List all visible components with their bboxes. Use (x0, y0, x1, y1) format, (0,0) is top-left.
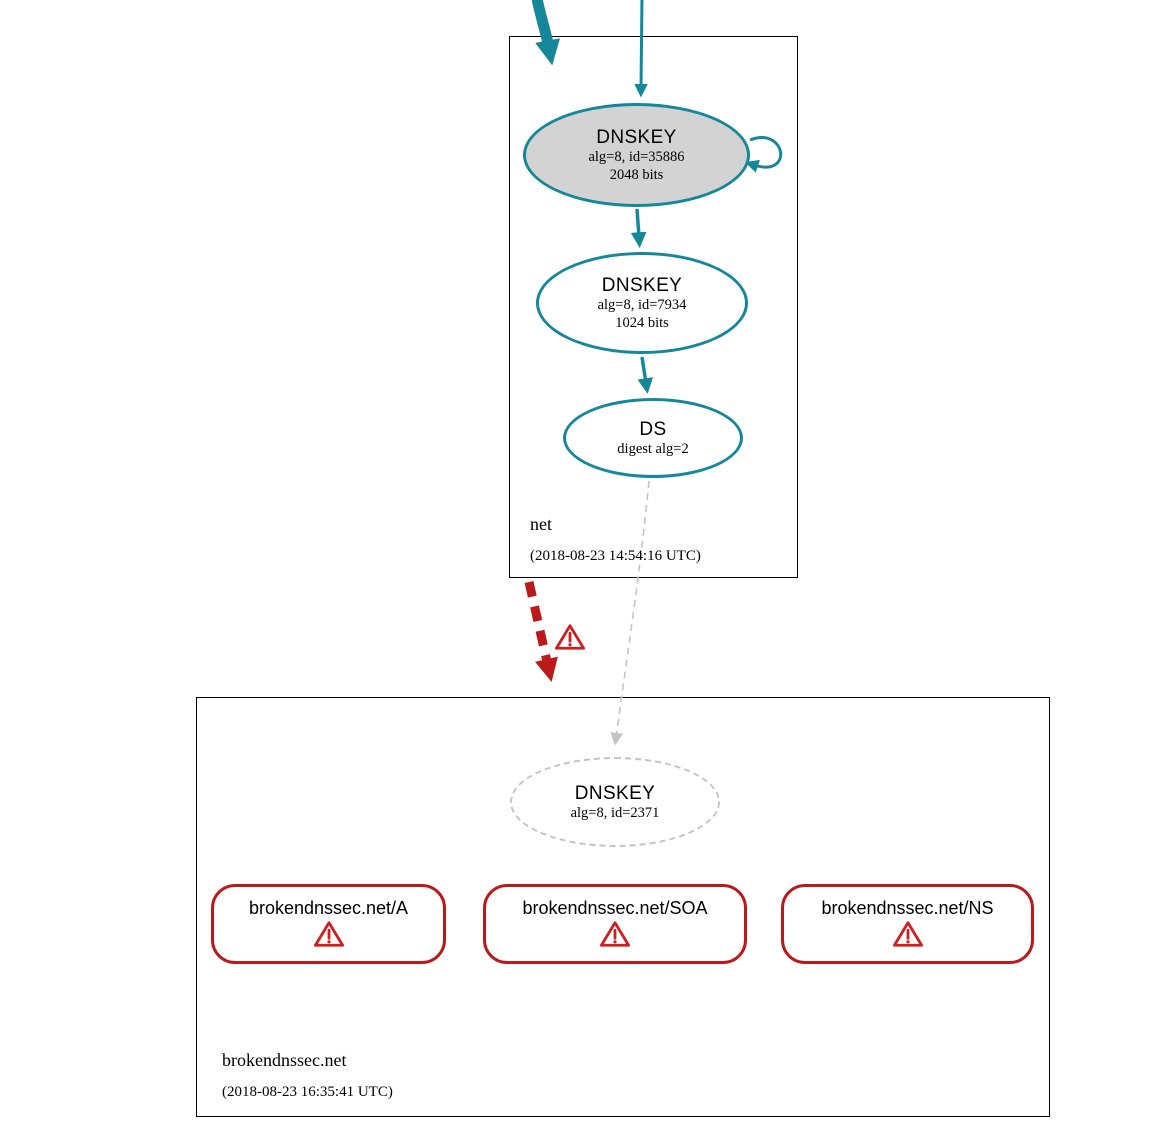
ds-title: DS (639, 418, 667, 440)
rrset-label: brokendnssec.net/SOA (522, 898, 708, 918)
dnskey-bits: 1024 bits (615, 314, 669, 331)
dnskey-node-35886[interactable]: DNSKEY alg=8, id=35886 2048 bits (523, 103, 750, 207)
dnskey-title: DNSKEY (601, 274, 683, 296)
warning-icon (892, 921, 923, 947)
dnskey-node-2371[interactable]: DNSKEY alg=8, id=2371 (510, 757, 720, 847)
edge-broken-delegation-red (524, 581, 558, 682)
dnskey-bits: 2048 bits (609, 166, 664, 183)
warning-icon (313, 921, 344, 947)
dnskey-alg-id: alg=8, id=2371 (570, 804, 660, 821)
dnskey-alg-id: alg=8, id=7934 (597, 296, 687, 313)
zone-timestamp: (2018-08-23 16:35:41 UTC) (222, 1084, 393, 1100)
rrset-node-ns[interactable]: brokendnssec.net/NS (781, 884, 1034, 964)
zone-name: brokendnssec.net (222, 1050, 347, 1070)
dnskey-title: DNSKEY (574, 782, 656, 804)
dnskey-title: DNSKEY (596, 126, 677, 148)
zone-name: net (530, 514, 552, 534)
dnskey-node-7934[interactable]: DNSKEY alg=8, id=7934 1024 bits (536, 252, 748, 354)
zone-box-net (509, 36, 798, 578)
rrset-node-soa[interactable]: brokendnssec.net/SOA (483, 884, 747, 964)
ds-node[interactable]: DS digest alg=2 (563, 398, 743, 478)
zone-timestamp: (2018-08-23 14:54:16 UTC) (530, 548, 701, 564)
rrset-node-a[interactable]: brokendnssec.net/A (211, 884, 446, 964)
rrset-label: brokendnssec.net/A (248, 898, 409, 918)
warning-icon (555, 624, 585, 650)
warning-icon (600, 921, 630, 947)
rrset-label: brokendnssec.net/NS (821, 898, 994, 918)
dnskey-alg-id: alg=8, id=35886 (588, 148, 685, 165)
ds-digest: digest alg=2 (617, 440, 689, 457)
